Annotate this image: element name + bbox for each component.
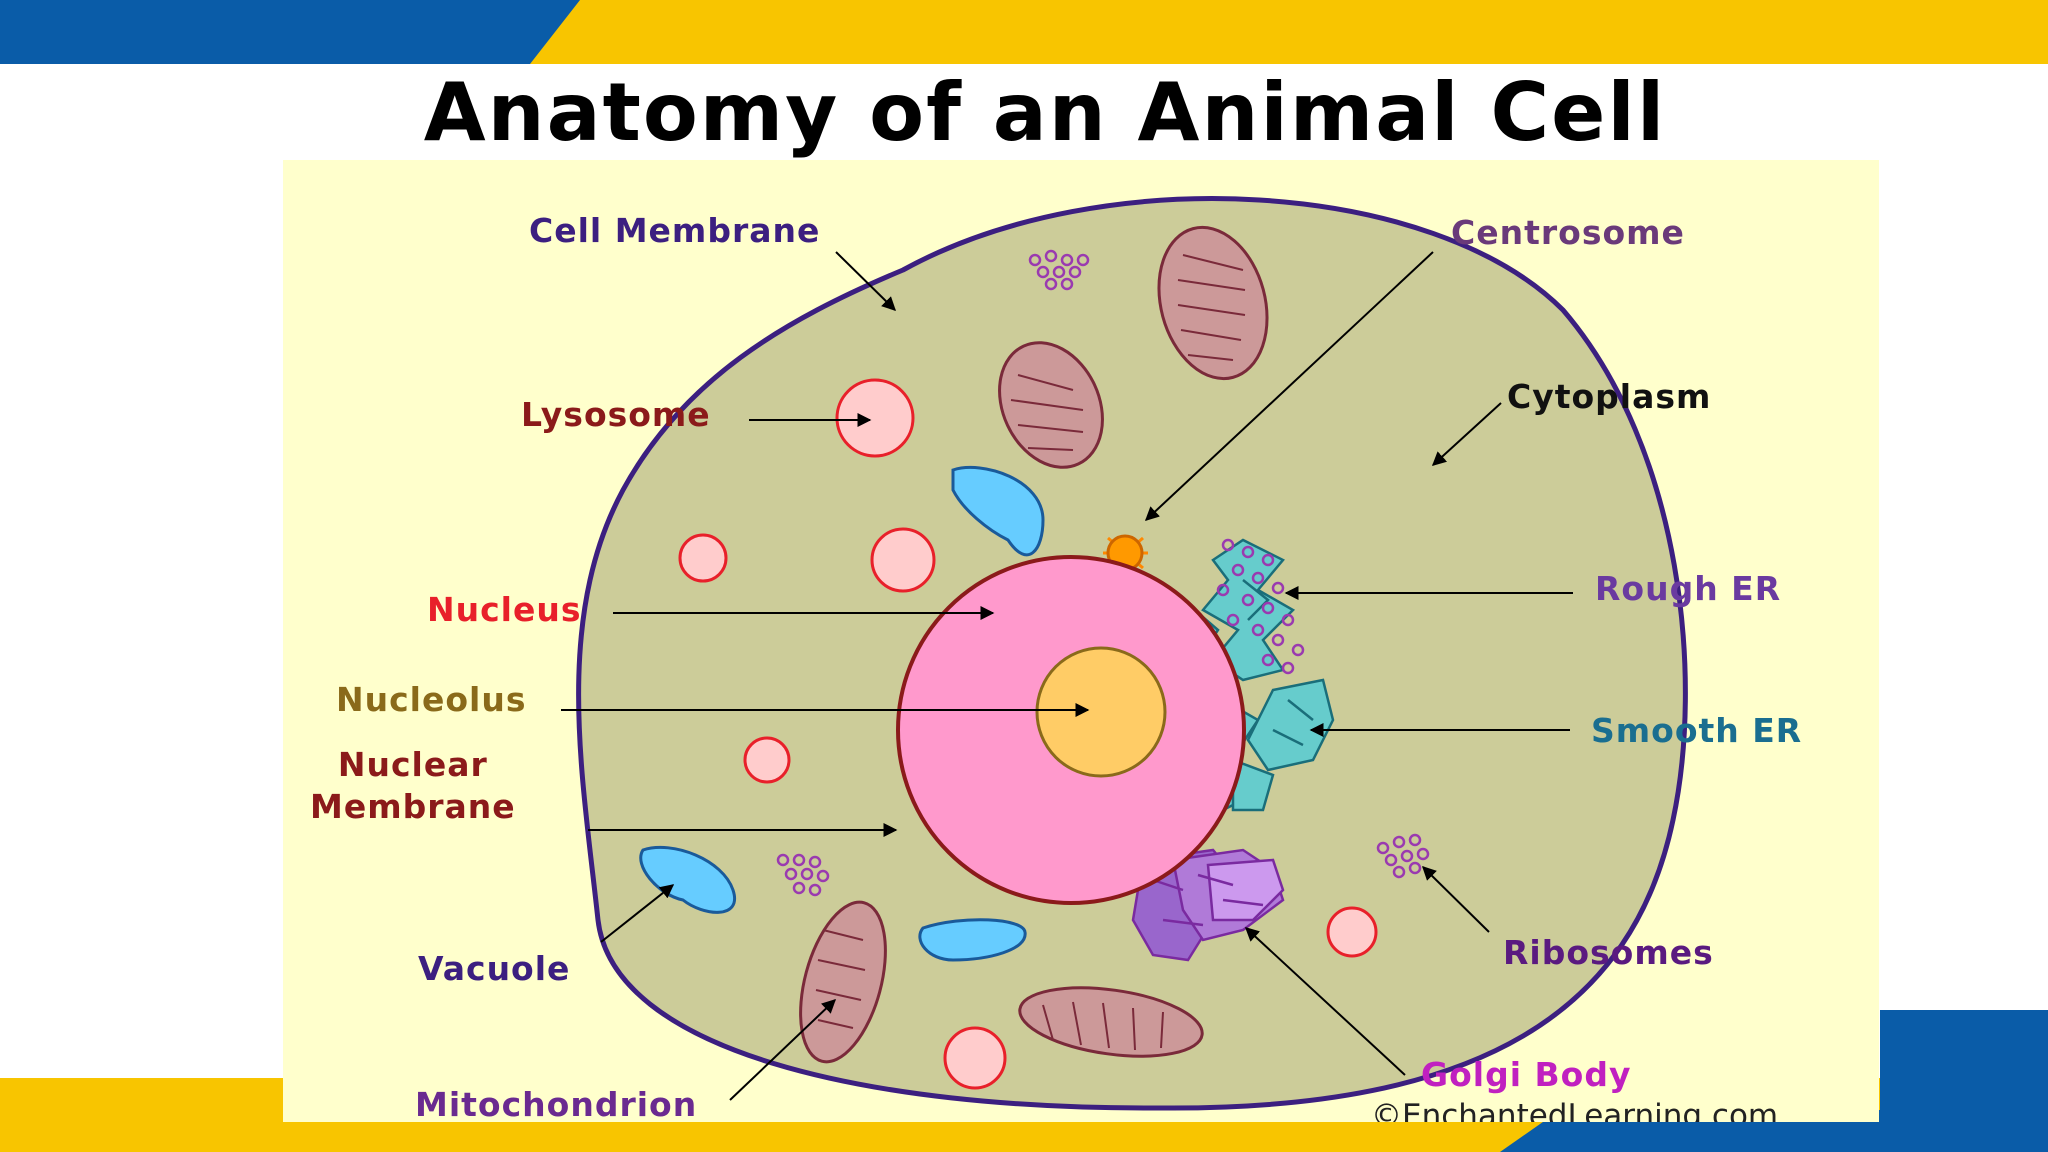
lysosome — [943, 1026, 1007, 1090]
mitochondrion — [799, 900, 887, 1064]
label-vacuole: Vacuole — [418, 949, 571, 988]
arrow-cytoplasm — [1431, 402, 1502, 466]
lysosome — [678, 533, 728, 583]
arrow-vacuole — [600, 884, 675, 943]
arrow-ribosomes — [1422, 866, 1490, 933]
vacuole — [918, 918, 1027, 962]
mitochondrion — [1018, 986, 1204, 1058]
label-nucleolus: Nucleolus — [336, 680, 527, 719]
label-lysosome: Lysosome — [521, 395, 711, 434]
vacuole — [639, 845, 737, 914]
label-ribosomes: Ribosomes — [1503, 933, 1714, 972]
leader-arrows — [561, 251, 1573, 1101]
label-smooth-er: Smooth ER — [1591, 711, 1803, 750]
arrow-golgi-body — [1244, 927, 1406, 1076]
credit-text: ©EnchantedLearning.com — [1371, 1098, 1779, 1122]
label-nucleus: Nucleus — [427, 590, 582, 629]
cell-diagram — [561, 196, 1688, 1111]
lysosome — [1326, 906, 1378, 958]
arrow-centrosome — [1144, 251, 1434, 521]
rough-er-ribosomes — [1216, 538, 1305, 675]
nucleolus-shape — [1035, 646, 1167, 778]
label-mitochondrion: Mitochondrion — [415, 1085, 698, 1122]
smooth-er-shape — [1231, 678, 1335, 812]
label-cell-membrane: Cell Membrane — [529, 211, 821, 250]
vacuole — [951, 465, 1045, 557]
label-nuclear-membrane: Nuclear Membrane — [310, 745, 516, 826]
lysosome — [870, 527, 936, 593]
lysosome — [743, 736, 791, 784]
page-title: Anatomy of an Animal Cell — [423, 66, 1667, 159]
vacuoles — [639, 465, 1045, 962]
arrow-cell-membrane — [835, 251, 896, 311]
ribosome-clusters — [776, 249, 1430, 897]
lysosome — [835, 378, 915, 458]
label-cytoplasm: Cytoplasm — [1507, 377, 1712, 416]
mitochondria — [799, 225, 1269, 1064]
arrow-mitochondrion — [729, 999, 837, 1101]
label-golgi-body: Golgi Body — [1421, 1055, 1632, 1094]
label-rough-er: Rough ER — [1595, 569, 1782, 608]
label-centrosome: Centrosome — [1451, 213, 1685, 252]
diagram-panel: Cell Membrane Centrosome Lysosome Cytopl… — [283, 160, 1879, 1122]
lysosomes — [678, 378, 1378, 1090]
